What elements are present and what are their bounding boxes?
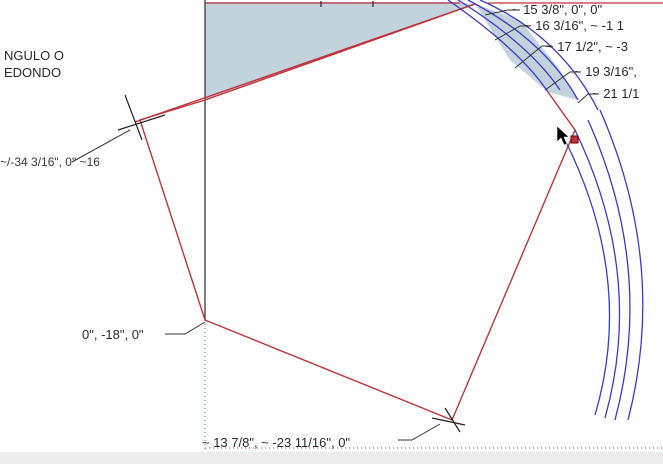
leader-left-mid <box>165 321 206 335</box>
leader-left-upper <box>71 129 131 163</box>
status-strip <box>0 452 663 464</box>
dimension-leaders-top <box>484 9 598 104</box>
dim-top-5: ~ 21 1/1 <box>592 86 639 101</box>
cursor-arrow-icon <box>556 125 570 146</box>
dim-bottom: ~ 13 7/8", ~ -23 11/16", 0" <box>202 435 350 450</box>
arc-2 <box>457 0 561 91</box>
dim-top-1: ~ 15 3/8", 0", 0" <box>512 2 602 17</box>
arc-group[interactable] <box>447 0 644 421</box>
side-text-line2: EDONDO <box>4 65 61 80</box>
arc-6 <box>574 129 621 419</box>
dim-top-3: ~ 17 1/2", ~ -3 <box>546 39 628 54</box>
dim-left-mid: 0", -18", 0" <box>82 327 144 342</box>
arc-3 <box>467 0 579 101</box>
arc-5 <box>564 139 611 416</box>
dim-top-4: ~ 19 3/16", <box>574 64 637 79</box>
dim-top-2: ~ 16 3/16", ~ -1 1 <box>524 18 624 33</box>
arc-7 <box>587 119 631 421</box>
leader-bottom <box>398 423 441 441</box>
tick-marks <box>117 1 466 433</box>
side-text-line1: NGULO O <box>4 48 64 63</box>
arc-1 <box>447 0 549 93</box>
arc-8 <box>599 109 644 421</box>
arc-4 <box>479 0 599 111</box>
endpoint-marker[interactable] <box>570 135 579 144</box>
dim-left-overlap: ~/-34 3/16", 0" ~16 <box>0 155 100 169</box>
hex-edge-upper-left[interactable] <box>134 3 476 123</box>
